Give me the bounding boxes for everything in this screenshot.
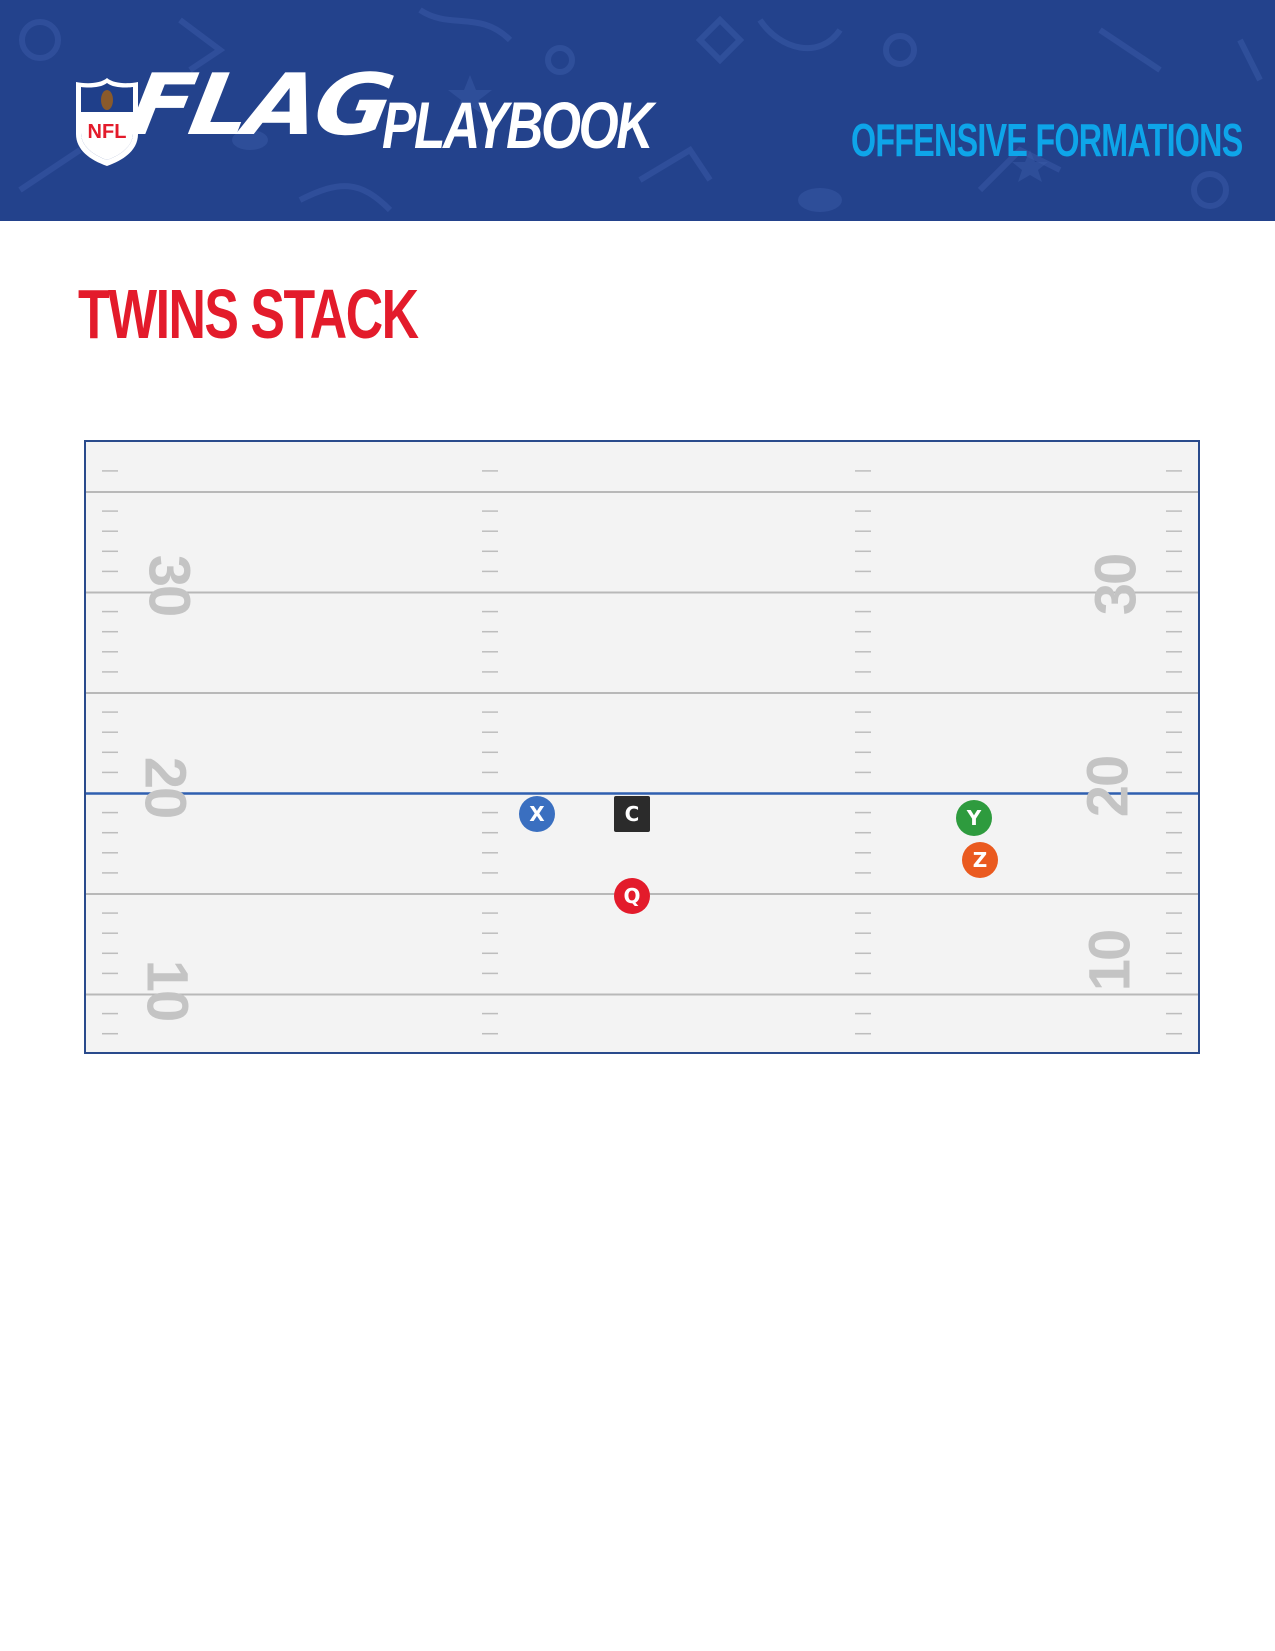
yard-number-20-left: 20 — [132, 756, 198, 818]
player-q: Q — [614, 878, 650, 914]
banner-pattern — [18, 7, 1263, 213]
football-field: 30 30 20 20 10 10 X C Q Y Z — [84, 440, 1200, 1054]
yard-number-10-left: 10 — [134, 959, 200, 1021]
yard-number-10-right: 10 — [1077, 930, 1143, 992]
formation-title: TWINS STACK — [78, 275, 419, 353]
player-x: X — [519, 796, 555, 832]
header-banner: NFL FLAG PLAYBOOK OFFENSIVE FORMATIONS — [0, 0, 1275, 221]
brand-playbook-wordmark: PLAYBOOK — [382, 88, 654, 162]
player-z: Z — [962, 842, 998, 878]
brand-flag-wordmark: FLAG — [121, 56, 398, 155]
player-c: C — [614, 796, 650, 832]
section-label: OFFENSIVE FORMATIONS — [851, 114, 1243, 166]
player-y: Y — [956, 800, 992, 836]
nfl-shield-logo: NFL — [76, 78, 138, 166]
field-yard-lines — [86, 470, 1198, 1035]
svg-text:NFL: NFL — [88, 121, 127, 143]
yard-number-20-right: 20 — [1075, 756, 1141, 818]
yard-number-30-right: 30 — [1083, 554, 1149, 616]
yard-number-30-left: 30 — [136, 554, 202, 616]
